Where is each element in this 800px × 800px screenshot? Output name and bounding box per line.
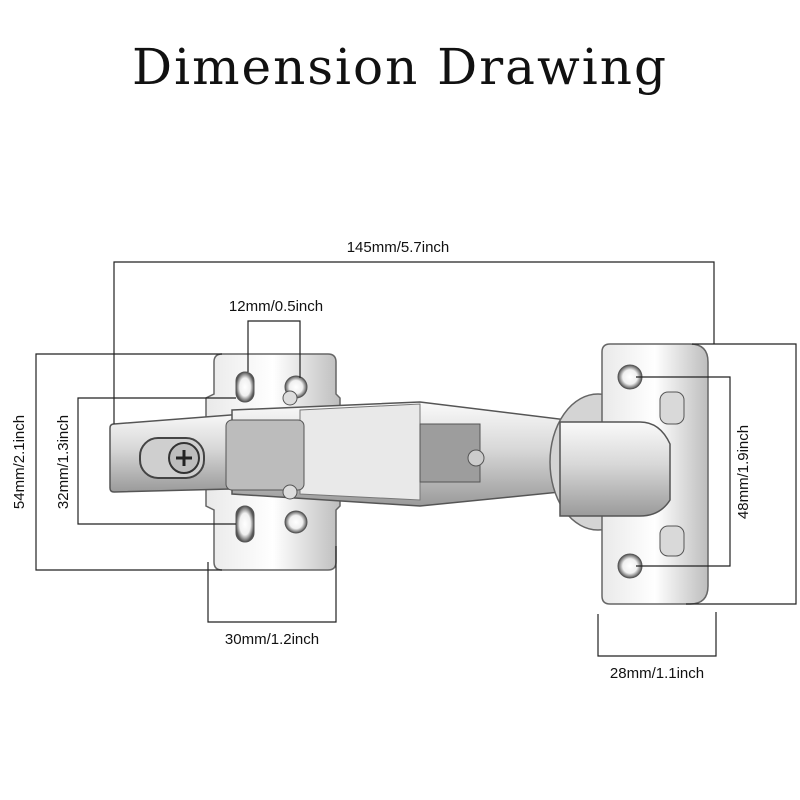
mounting-hole	[284, 510, 308, 534]
page-title: Dimension Drawing	[132, 38, 668, 96]
hinge-arm-top	[299, 403, 421, 501]
dim-label-base-width: 30mm/1.2inch	[225, 631, 319, 648]
dimension-lines	[35, 261, 797, 657]
dim-label-hole-height: 32mm/1.3inch	[55, 415, 72, 509]
pivot-pin	[282, 484, 298, 500]
mounting-slot	[235, 505, 255, 543]
hinge-illustration	[109, 343, 709, 605]
pivot-pin	[467, 449, 485, 467]
dim-label-hole-spacing: 12mm/0.5inch	[229, 298, 323, 315]
dim-label-total-length: 145mm/5.7inch	[347, 239, 450, 256]
hinge-knuckle	[659, 525, 685, 557]
phillips-cross-icon	[176, 450, 192, 466]
dim-label-overall-height: 54mm/2.1inch	[11, 415, 28, 509]
link-mechanism	[225, 419, 305, 491]
dim-label-cup-width: 28mm/1.1inch	[610, 665, 704, 682]
mounting-slot	[235, 371, 255, 403]
dim-label-cup-height: 48mm/1.9inch	[735, 425, 752, 519]
pivot-pin	[282, 390, 298, 406]
hinge-arm-end	[559, 421, 671, 517]
hinge-knuckle	[659, 391, 685, 425]
